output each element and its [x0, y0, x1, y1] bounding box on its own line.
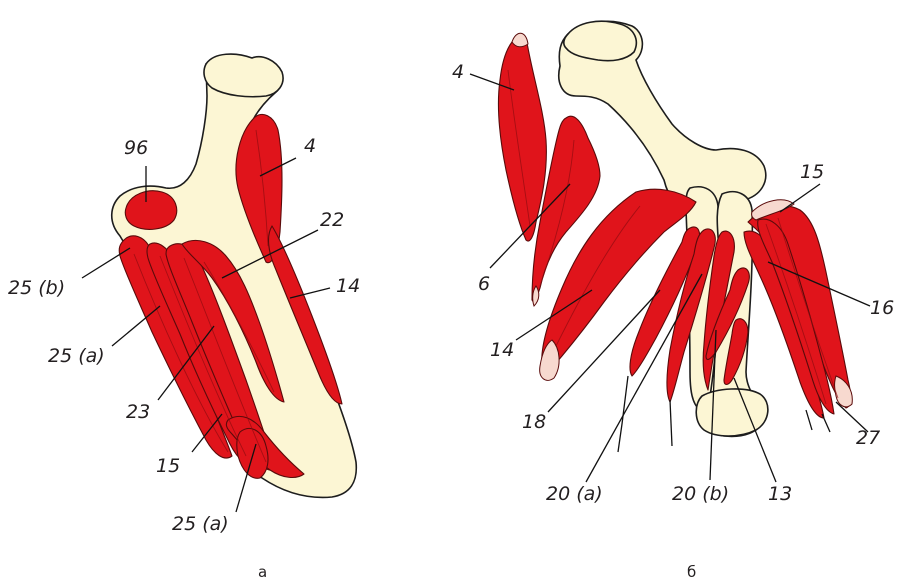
panel-a-label-25a-2: 25 (a)	[172, 513, 229, 535]
panel-b: 4 6 14 18 20 (a) 20 (b) 13 27 16 15 б	[452, 21, 894, 581]
panel-b-muscle-4	[498, 37, 546, 241]
panel-b-label-6: 6	[478, 273, 490, 295]
panel-a-label-25a-1: 25 (a)	[48, 345, 105, 367]
panel-a-humeral-head	[204, 54, 283, 97]
panel-b-label-15: 15	[800, 161, 824, 183]
panel-a-label-23: 23	[126, 401, 150, 423]
panel-b-carpus	[696, 389, 768, 436]
panel-b-label-14: 14	[490, 339, 514, 361]
panel-a-label-15: 15	[156, 455, 180, 477]
panel-b-caption: б	[687, 563, 696, 581]
panel-a-label-4: 4	[304, 135, 316, 157]
panel-b-label-18: 18	[522, 411, 546, 433]
panel-a-caption: а	[258, 563, 267, 581]
panel-a-label-14: 14	[336, 275, 360, 297]
panel-b-humerus-cap	[564, 21, 636, 60]
panel-b-label-20b: 20 (b)	[672, 483, 729, 505]
panel-b-muscle-15-tendon	[835, 376, 853, 407]
panel-b-label-20a: 20 (a)	[546, 483, 603, 505]
panel-a-label-96: 96	[124, 137, 148, 159]
panel-b-muscle-4-tendon-top	[512, 33, 528, 47]
panel-b-label-27: 27	[856, 427, 880, 449]
panel-b-label-16: 16	[870, 297, 894, 319]
panel-b-label-13: 13	[768, 483, 792, 505]
panel-b-label-4: 4	[452, 61, 464, 83]
panel-a: 96 4 22 14 25 (b) 25 (a) 23 15 25 (a) а	[8, 54, 360, 581]
panel-a-label-25b: 25 (b)	[8, 277, 65, 299]
panel-a-label-22: 22	[320, 209, 344, 231]
